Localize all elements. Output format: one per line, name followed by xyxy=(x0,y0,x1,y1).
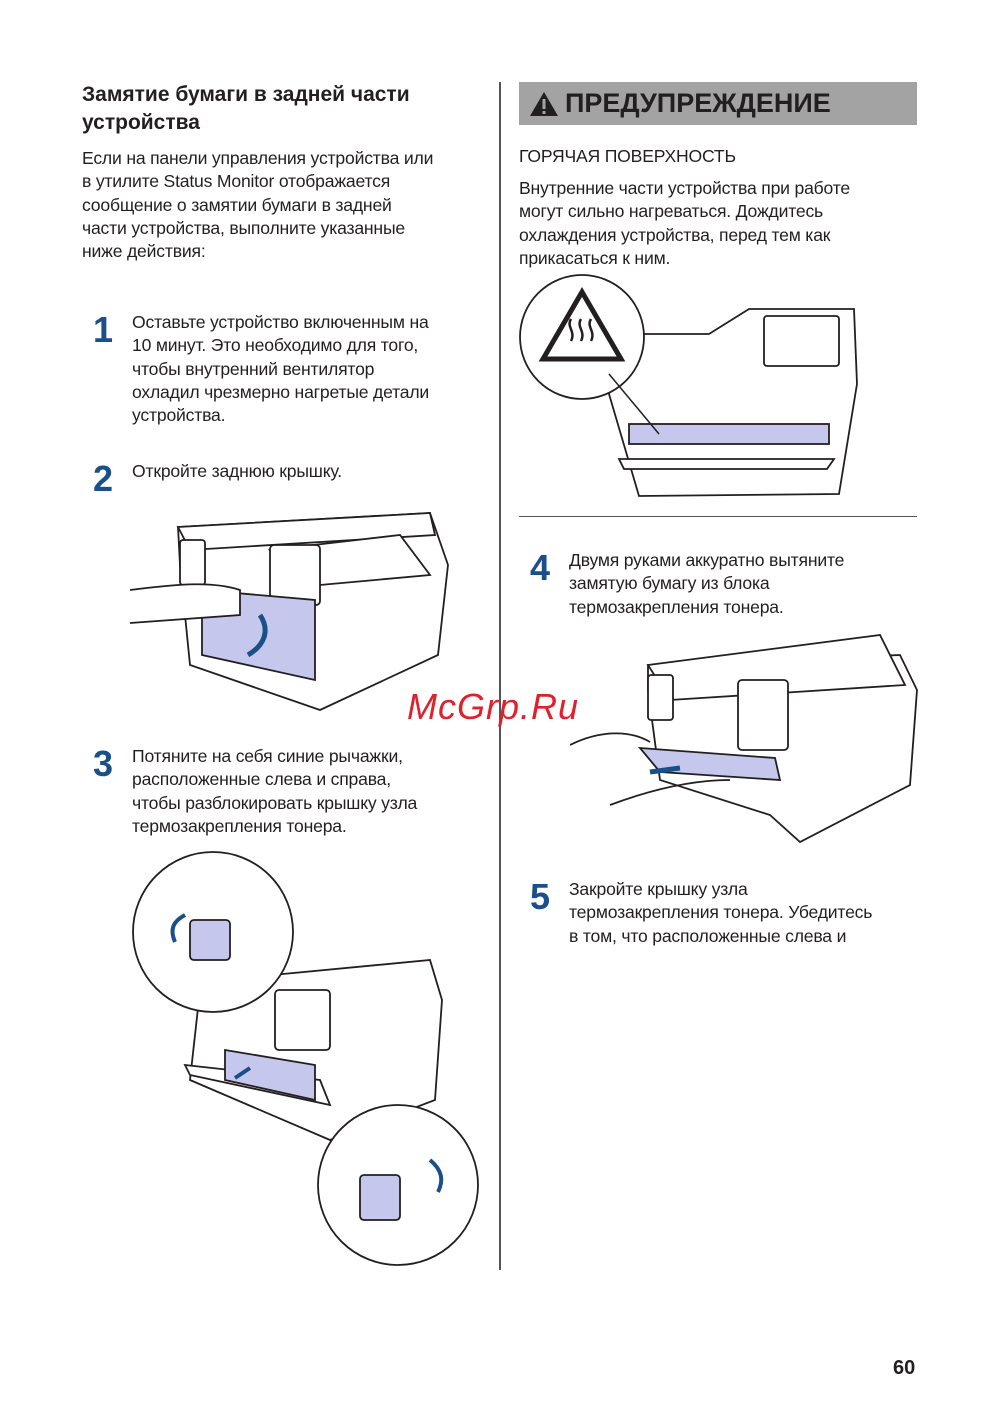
section-title: Замятие бумаги в задней части устройства xyxy=(82,81,410,137)
text-line: прикасаться к ним. xyxy=(519,247,671,268)
step-4-text: Двумя руками аккуратно вытяните замятую … xyxy=(569,549,844,619)
hot-surface-illustration xyxy=(519,274,858,497)
text-line: охладил чрезмерно нагретые детали xyxy=(132,381,430,402)
arrow-icon xyxy=(649,765,681,775)
warning-title: ПРЕДУПРЕЖДЕНИЕ xyxy=(565,88,831,118)
step-1-text: Оставьте устройство включенным на 10 мин… xyxy=(132,311,429,427)
text-line: могут сильно нагреваться. Дождитесь xyxy=(519,201,824,222)
arrow-icon xyxy=(170,913,187,943)
text-line: охлаждения устройства, перед тем как xyxy=(519,224,831,245)
text-line: сообщение о замятии бумаги в задней xyxy=(82,194,392,215)
title-line: Замятие бумаги в задней части xyxy=(82,83,410,106)
title-line: устройства xyxy=(82,111,200,134)
watermark: McGrp.Ru xyxy=(407,686,580,727)
printer-back-cover-illustration xyxy=(130,512,449,711)
text-line: термозакрепления тонера. xyxy=(569,596,784,617)
text-line: расположенные слева и справа, xyxy=(132,769,391,790)
text-line: Внутренние части устройства при работе xyxy=(519,178,850,198)
step-number: 1 xyxy=(93,309,114,350)
warning-text: Внутренние части устройства при работе м… xyxy=(519,177,850,270)
text-line: в том, что расположенные слева и xyxy=(569,925,847,946)
fuser-levers-illustration xyxy=(132,851,479,1266)
text-line: устройства. xyxy=(132,405,226,426)
step-5-text: Закройте крышку узла термозакрепления то… xyxy=(569,878,872,948)
text-line: замятую бумагу из блока xyxy=(569,573,770,594)
arrow-icon xyxy=(233,1066,252,1080)
text-line: чтобы разблокировать крышку узла xyxy=(132,792,418,813)
step-2-text: Откройте заднюю крышку. xyxy=(132,460,342,483)
column-divider xyxy=(499,82,501,1270)
text-line: ниже действия: xyxy=(82,241,206,262)
warning-banner: ПРЕДУПРЕЖДЕНИЕ xyxy=(519,82,917,125)
text-line: в утилите Status Monitor отображается xyxy=(82,171,391,192)
text-line: Закройте крышку узла xyxy=(569,879,748,899)
intro-paragraph: Если на панели управления устройства или… xyxy=(82,147,433,263)
step-number: 3 xyxy=(93,743,114,784)
hazard-subtitle: ГОРЯЧАЯ ПОВЕРХНОСТЬ xyxy=(519,146,736,166)
arrow-icon xyxy=(246,613,268,658)
step-number: 2 xyxy=(93,458,114,499)
hot-surface-icon xyxy=(568,318,594,342)
section-divider xyxy=(519,516,917,517)
text-line: части устройства, выполните указанные xyxy=(82,217,405,238)
text-line: Если на панели управления устройства или xyxy=(82,148,434,168)
text-line: Двумя руками аккуратно вытяните xyxy=(569,550,845,570)
text-line: Откройте заднюю крышку. xyxy=(132,461,342,481)
text-line: термозакрепления тонера. Убедитесь xyxy=(569,902,873,923)
step-number: 4 xyxy=(530,547,551,588)
pull-paper-illustration xyxy=(570,634,918,844)
text-line: 10 минут. Это необходимо для того, xyxy=(132,335,419,356)
text-line: Потяните на себя синие рычажки, xyxy=(132,746,403,766)
text-line: термозакрепления тонера. xyxy=(132,815,347,836)
step-3-text: Потяните на себя синие рычажки, располож… xyxy=(132,745,417,838)
page-number: 60 xyxy=(893,1357,916,1379)
text-line: Оставьте устройство включенным на xyxy=(132,312,429,332)
warning-icon xyxy=(530,91,558,116)
step-number: 5 xyxy=(530,876,551,917)
text-line: чтобы внутренний вентилятор xyxy=(132,358,375,379)
arrow-icon xyxy=(428,1158,444,1193)
